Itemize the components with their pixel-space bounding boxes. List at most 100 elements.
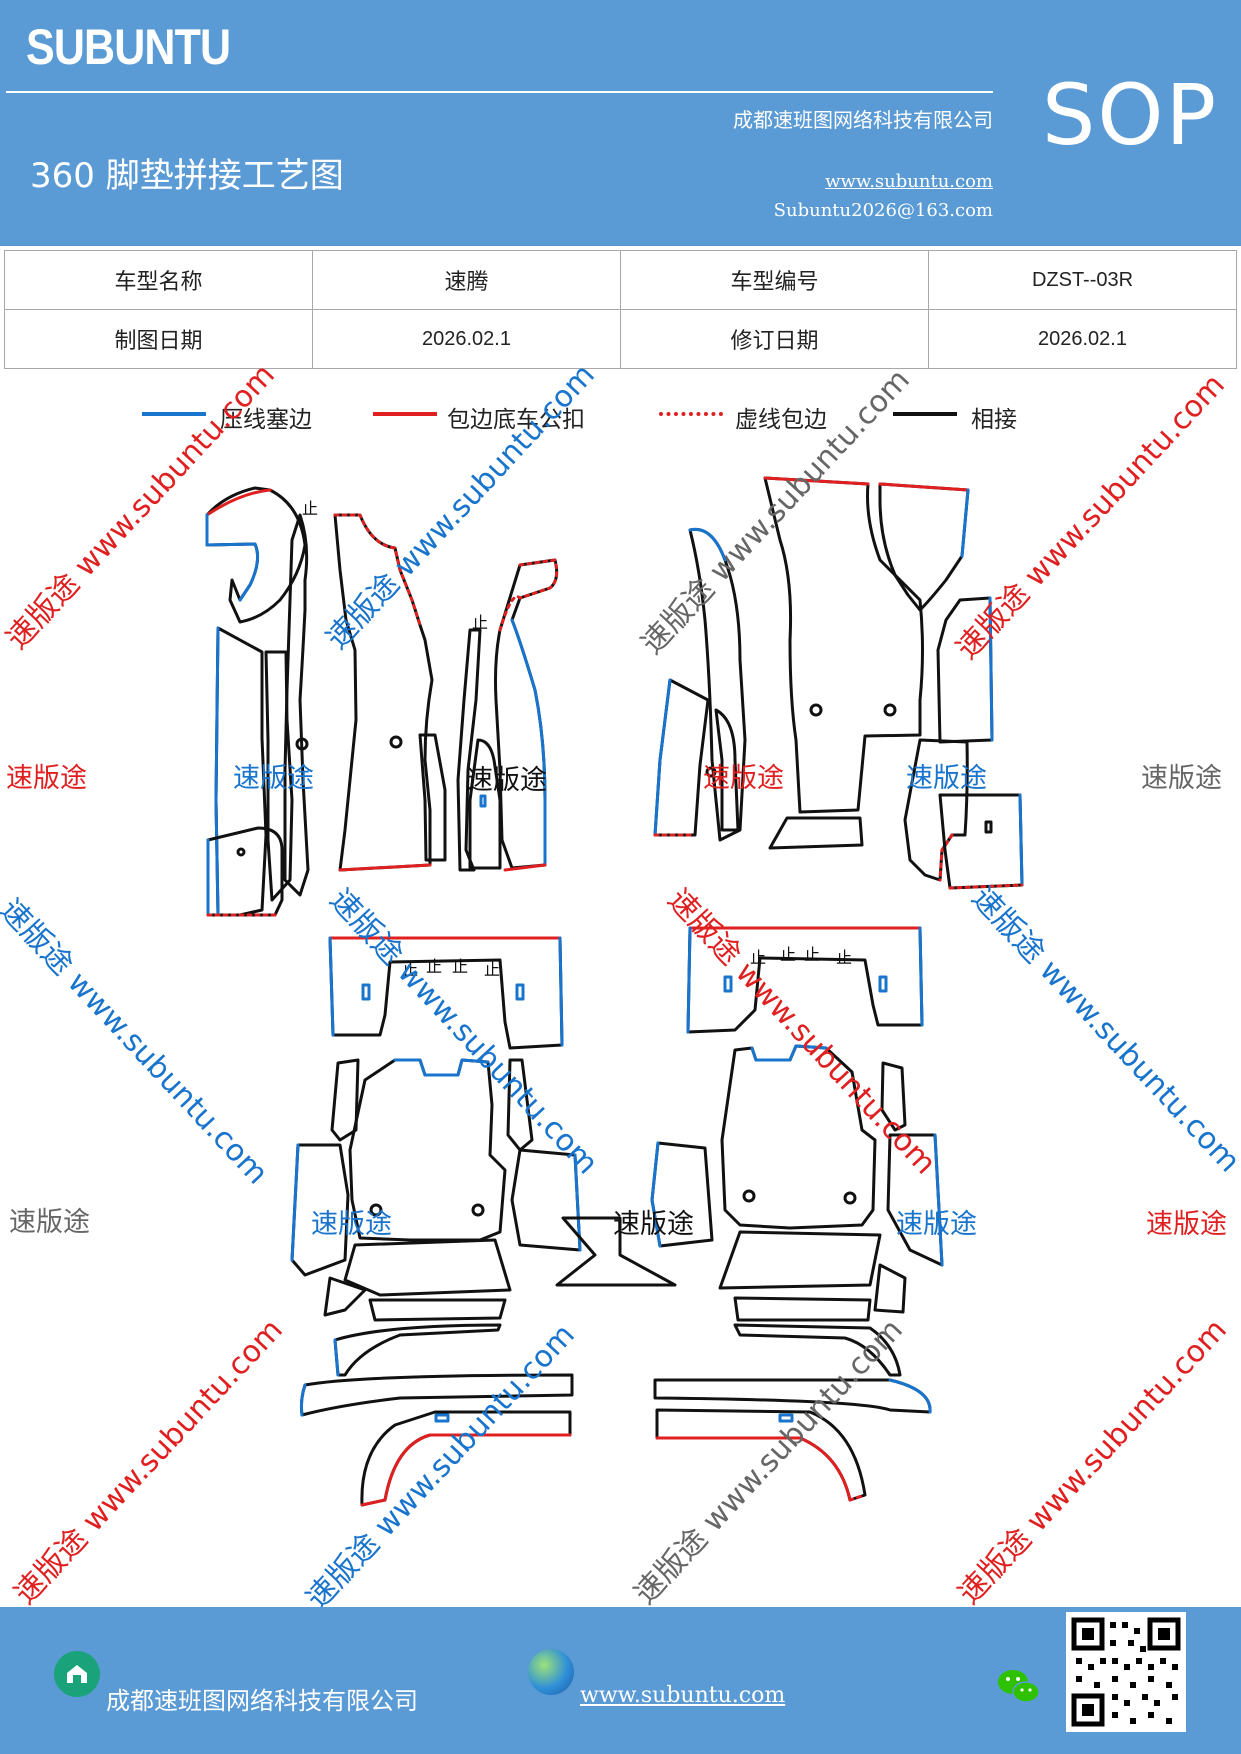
table-row: 车型名称 速腾 车型编号 DZST--03R bbox=[4, 250, 1237, 310]
website-link[interactable]: www.subuntu.com bbox=[825, 171, 993, 192]
vehicle-name-label: 车型名称 bbox=[4, 250, 313, 310]
piece-br-funnel bbox=[555, 1216, 677, 1287]
globe-icon bbox=[528, 1649, 574, 1695]
legend-label: 包边底车公扣 bbox=[447, 407, 585, 433]
piece-br-right-wing bbox=[880, 1061, 907, 1132]
piece-tr-right-top bbox=[878, 482, 970, 612]
piece-tl-strip bbox=[283, 513, 310, 897]
hole-marker bbox=[389, 735, 403, 749]
stop-marker: 止 bbox=[780, 945, 796, 964]
stop-marker: 止 bbox=[836, 948, 852, 967]
piece-tr-corner bbox=[938, 793, 1024, 890]
piece-tl-right-outer bbox=[494, 558, 559, 870]
piece-bl-left-wing bbox=[330, 1058, 360, 1142]
piece-bl-right-panel bbox=[510, 1148, 582, 1252]
legend-swatch-blue bbox=[142, 412, 206, 416]
piece-bl-long bbox=[299, 1373, 574, 1417]
piece-br-arch bbox=[733, 1323, 902, 1377]
footer-banner: 成都速班图网络科技有限公司 www.subuntu.com bbox=[0, 1607, 1241, 1754]
header-banner: SUBUNTU 成都速班图网络科技有限公司 360 脚垫拼接工艺图 www.su… bbox=[0, 0, 1241, 246]
piece-tl-tunnel bbox=[333, 513, 434, 872]
piece-br-left bbox=[650, 1141, 714, 1248]
piece-bl-tray-b bbox=[323, 1276, 367, 1317]
piece-bl-left bbox=[290, 1143, 350, 1277]
stop-marker: 止 bbox=[472, 613, 488, 632]
revision-date-value: 2026.02.1 bbox=[928, 309, 1237, 369]
legend-label: 压线塞边 bbox=[220, 407, 312, 433]
stop-marker: 止 bbox=[302, 499, 318, 518]
stop-marker: 止 bbox=[402, 960, 418, 979]
piece-br-base bbox=[655, 1408, 867, 1502]
piece-tr-narrow bbox=[714, 708, 740, 832]
piece-br-tray-a bbox=[718, 1230, 882, 1290]
piece-tl-left-panel bbox=[214, 626, 268, 917]
stop-marker: 止 bbox=[452, 957, 468, 976]
wechat-icon bbox=[996, 1667, 1042, 1707]
legend-swatch-red-dotted bbox=[659, 412, 723, 416]
piece-br-long bbox=[653, 1378, 932, 1414]
stop-marker: 止 bbox=[750, 948, 766, 967]
piece-tr-right-side bbox=[936, 596, 994, 744]
legend-swatch-black bbox=[893, 412, 957, 416]
piece-bl-arch bbox=[333, 1323, 502, 1377]
brand-logo: SUBUNTU bbox=[26, 19, 231, 75]
slot-marker bbox=[778, 1413, 794, 1423]
slot-marker bbox=[878, 975, 888, 993]
hole-marker bbox=[471, 1203, 485, 1217]
hole-marker bbox=[742, 1189, 756, 1203]
piece-tr-right-lower bbox=[903, 738, 969, 882]
slot-marker bbox=[479, 794, 487, 808]
legend-label: 虚线包边 bbox=[735, 407, 827, 433]
piece-tr-bottom-plate bbox=[768, 816, 864, 850]
piece-tl-lower-left bbox=[206, 826, 284, 917]
stop-marker: 止 bbox=[426, 957, 442, 976]
stop-marker: 止 bbox=[804, 945, 820, 964]
slot-marker bbox=[361, 983, 371, 1001]
drawing-date-label: 制图日期 bbox=[4, 309, 313, 369]
header-divider bbox=[6, 91, 993, 93]
piece-bl-bar bbox=[368, 1298, 507, 1322]
vehicle-code-label: 车型编号 bbox=[620, 250, 929, 310]
hole-marker bbox=[369, 1203, 383, 1217]
piece-bl-tray-a bbox=[343, 1238, 512, 1297]
hole-marker bbox=[809, 703, 823, 717]
hole-marker bbox=[236, 847, 246, 857]
hole-marker bbox=[295, 737, 309, 751]
stop-marker: 止 bbox=[484, 960, 500, 979]
vehicle-info-table: 车型名称 速腾 车型编号 DZST--03R 制图日期 2026.02.1 修订… bbox=[4, 250, 1237, 369]
piece-bl-base bbox=[360, 1410, 572, 1507]
hole-marker bbox=[843, 1191, 857, 1205]
floor-mat-pattern-diagram: 止 止 止 止 止 止 止 止 止 止 bbox=[205, 476, 1024, 1507]
footer-website-link[interactable]: www.subuntu.com bbox=[580, 1683, 786, 1708]
slot-marker bbox=[984, 820, 993, 834]
drawing-date-value: 2026.02.1 bbox=[312, 309, 621, 369]
piece-tl-long bbox=[264, 650, 294, 902]
slot-marker bbox=[515, 983, 525, 1001]
piece-tr-left-panel bbox=[653, 678, 710, 837]
piece-bl-top bbox=[328, 936, 564, 1050]
home-icon bbox=[54, 1651, 100, 1697]
legend-swatch-red bbox=[373, 412, 437, 416]
piece-br-tray-b bbox=[873, 1263, 907, 1314]
legend-label: 相接 bbox=[971, 407, 1017, 433]
piece-tl-slot bbox=[468, 738, 502, 870]
piece-bl-right bbox=[506, 1058, 534, 1152]
footer-company-name: 成都速班图网络科技有限公司 bbox=[106, 1687, 418, 1715]
vehicle-name-value: 速腾 bbox=[312, 250, 621, 310]
sop-badge: SOP bbox=[1042, 66, 1219, 164]
piece-tr-center bbox=[763, 476, 924, 814]
piece-tl-pillar bbox=[418, 733, 447, 862]
hole-marker bbox=[705, 766, 717, 778]
vehicle-code-value: DZST--03R bbox=[928, 250, 1237, 310]
slot-marker bbox=[723, 975, 733, 993]
hole-marker bbox=[883, 703, 897, 717]
piece-br-right-panel bbox=[886, 1133, 944, 1267]
company-name: 成都速班图网络科技有限公司 bbox=[733, 108, 993, 132]
piece-br-bar bbox=[733, 1296, 872, 1322]
slot-marker bbox=[434, 1413, 450, 1423]
page-title: 360 脚垫拼接工艺图 bbox=[30, 156, 344, 196]
table-row: 制图日期 2026.02.1 修订日期 2026.02.1 bbox=[4, 309, 1237, 369]
email-text: Subuntu2026@163.com bbox=[773, 200, 993, 221]
revision-date-label: 修订日期 bbox=[620, 309, 929, 369]
qr-code bbox=[1066, 1612, 1186, 1732]
